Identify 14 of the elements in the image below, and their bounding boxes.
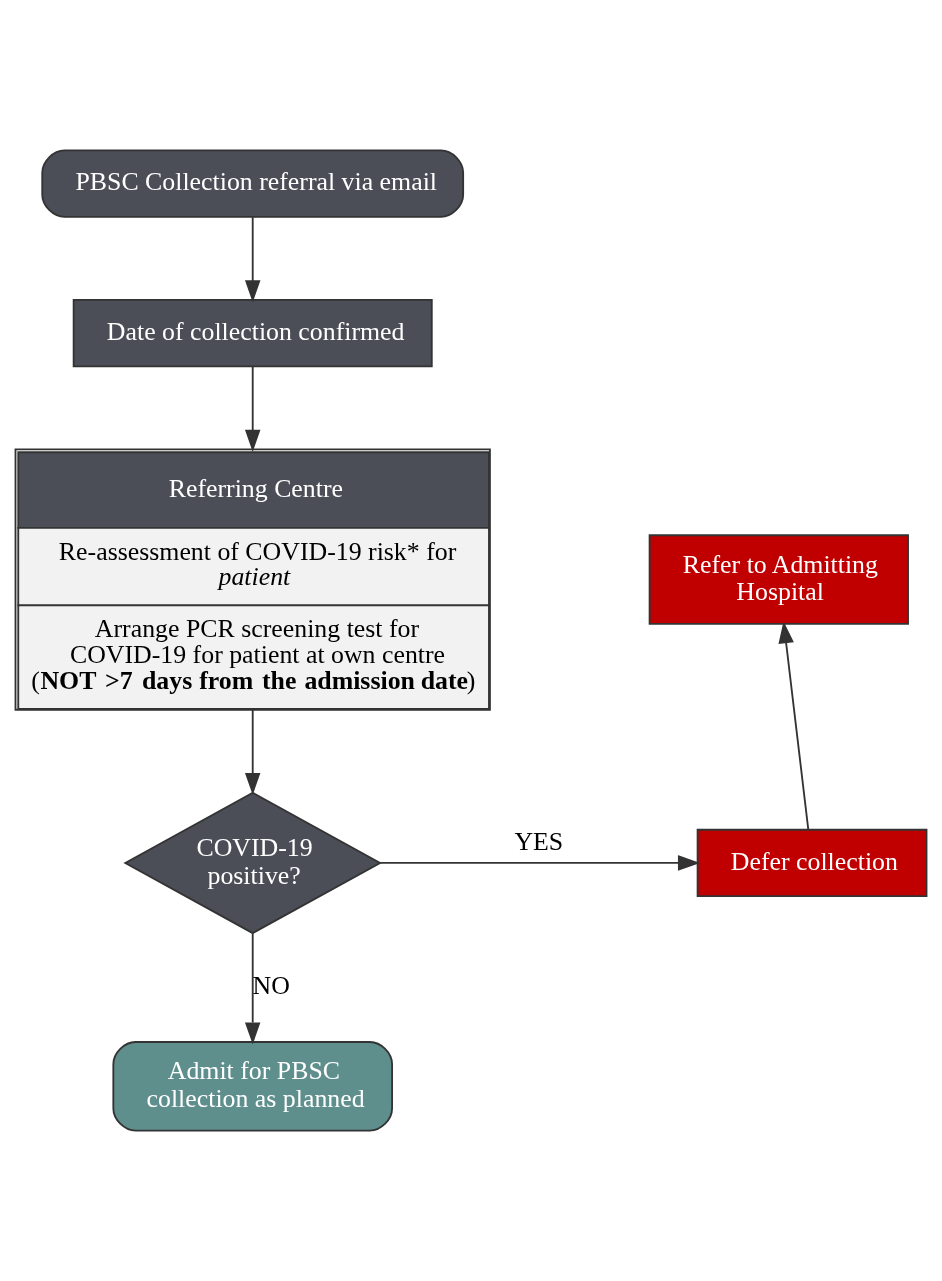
arrow [778,621,810,831]
arrow [244,216,261,303]
edge-label: YES [514,827,564,857]
edge-label: NO [252,971,290,1001]
node-diamond: COVID-19 positive? [123,791,382,935]
node-box: Admit for PBSC collection as planned [112,1041,393,1132]
node-box: PBSC Collection referral via email [41,149,465,218]
arrow [244,932,261,1045]
node-box: Date of collection confirmed [72,299,433,368]
arrow [244,708,261,796]
arrow [244,365,261,453]
node-box: Defer collection [696,828,928,898]
arrow [379,855,701,871]
node-box: Refer to Admitting Hospital [648,534,909,625]
